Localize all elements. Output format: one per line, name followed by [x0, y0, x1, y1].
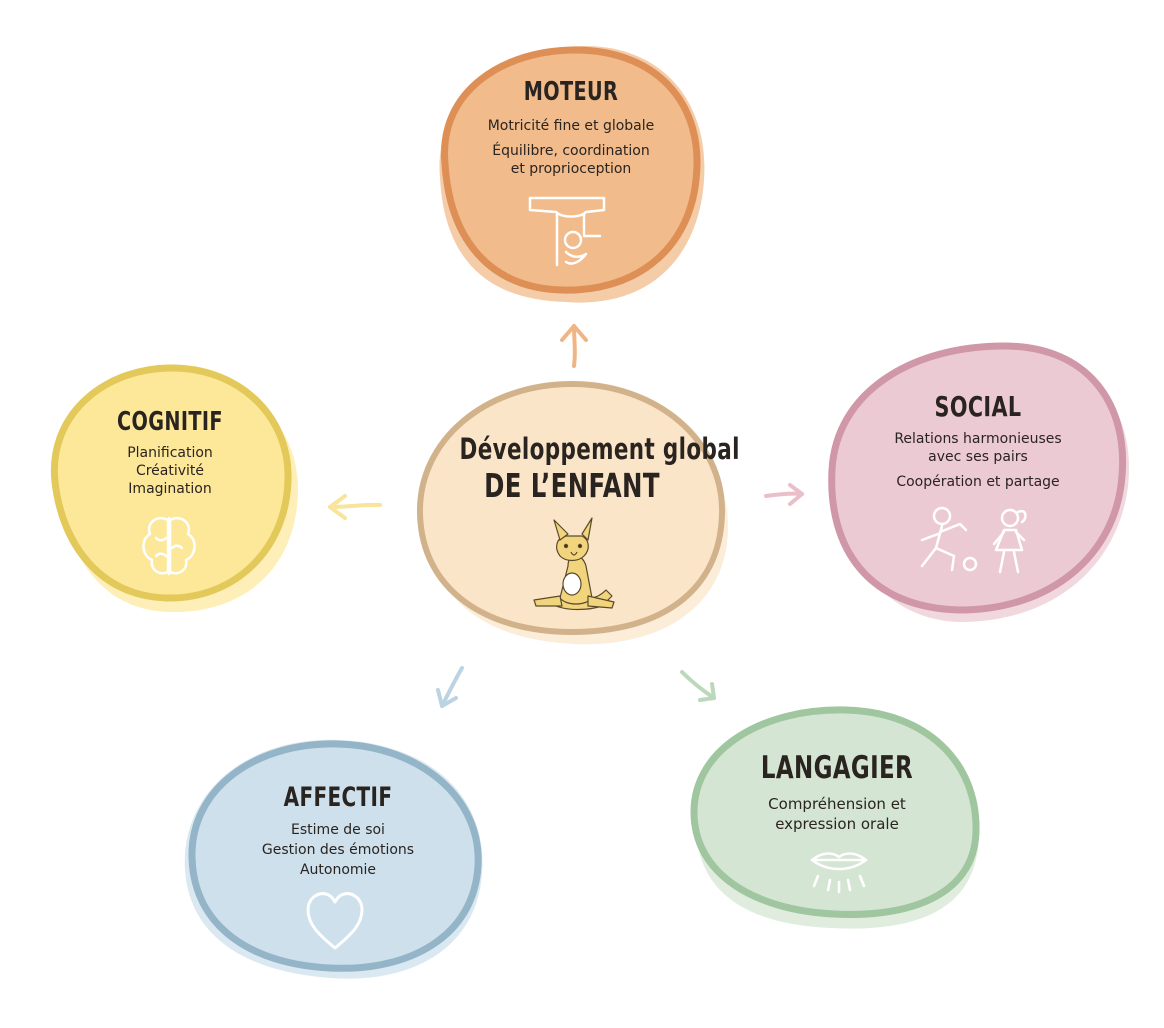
heart-icon	[306, 892, 364, 950]
arrow-to-cognitif	[328, 494, 382, 520]
arrow-to-langagier	[680, 670, 716, 702]
affectif-description: Estime de soi Gestion des émotions Auton…	[200, 820, 476, 880]
cognitif-line-3: Imagination	[128, 481, 212, 497]
arrow-to-social	[764, 483, 804, 506]
center-title-line2: de l’enfant	[484, 466, 660, 505]
moteur-description: Motricité fine et globale Équilibre, coo…	[445, 117, 697, 178]
social-circle	[828, 342, 1130, 622]
social-node: SOCIAL Relations harmonieuses avec ses p…	[846, 388, 1110, 491]
cognitif-description: Planification Créativité Imagination	[55, 444, 285, 498]
langagier-title: LANGAGIER	[760, 750, 914, 786]
cognitif-title: COGNITIF	[117, 407, 223, 437]
moteur-node: MOTEUR Motricité fine et globale Équilib…	[445, 75, 697, 178]
langagier-node: LANGAGIER Compréhension et expression or…	[702, 748, 972, 834]
langagier-description: Compréhension et expression orale	[702, 794, 972, 834]
social-line-1: Relations harmonieuses	[894, 431, 1062, 447]
affectif-node: AFFECTIF Estime de soi Gestion des émoti…	[200, 780, 476, 880]
mouth-icon	[810, 852, 868, 894]
kangaroo-icon	[533, 517, 615, 611]
social-line-3: Coopération et partage	[896, 474, 1060, 490]
motor-icon	[528, 196, 606, 267]
cognitif-circle	[50, 364, 299, 613]
cognitif-line-1: Planification	[127, 445, 213, 461]
moteur-line-1: Motricité fine et globale	[487, 118, 655, 134]
center-node: Développement global de l’enfant	[420, 432, 740, 506]
affectif-title: AFFECTIF	[283, 782, 393, 813]
affectif-line-3: Autonomie	[299, 862, 377, 878]
moteur-title: MOTEUR	[523, 77, 619, 107]
arrow-to-moteur	[560, 324, 588, 368]
affectif-circle	[184, 739, 483, 979]
brain-icon	[142, 516, 196, 576]
langagier-line-2: expression orale	[775, 815, 899, 833]
center-title-line1: Développement global	[459, 432, 740, 466]
affectif-line-1: Estime de soi	[291, 822, 385, 838]
cognitif-node: COGNITIF Planification Créativité Imagin…	[55, 404, 285, 498]
langagier-line-1: Compréhension et	[768, 795, 906, 813]
affectif-line-2: Gestion des émotions	[261, 842, 415, 858]
cognitif-line-2: Créativité	[135, 463, 205, 479]
social-description: Relations harmonieuses avec ses pairs Co…	[846, 430, 1110, 491]
moteur-line-3: et proprioception	[510, 161, 632, 177]
moteur-line-2: Équilibre, coordination	[492, 143, 650, 159]
langagier-circle	[690, 706, 980, 929]
moteur-circle	[439, 46, 705, 303]
arrow-to-affectif	[436, 666, 464, 708]
center-circle	[416, 380, 729, 645]
children-playing-icon	[920, 506, 1027, 574]
social-title: SOCIAL	[934, 390, 1022, 423]
social-line-2: avec ses pairs	[928, 449, 1028, 465]
